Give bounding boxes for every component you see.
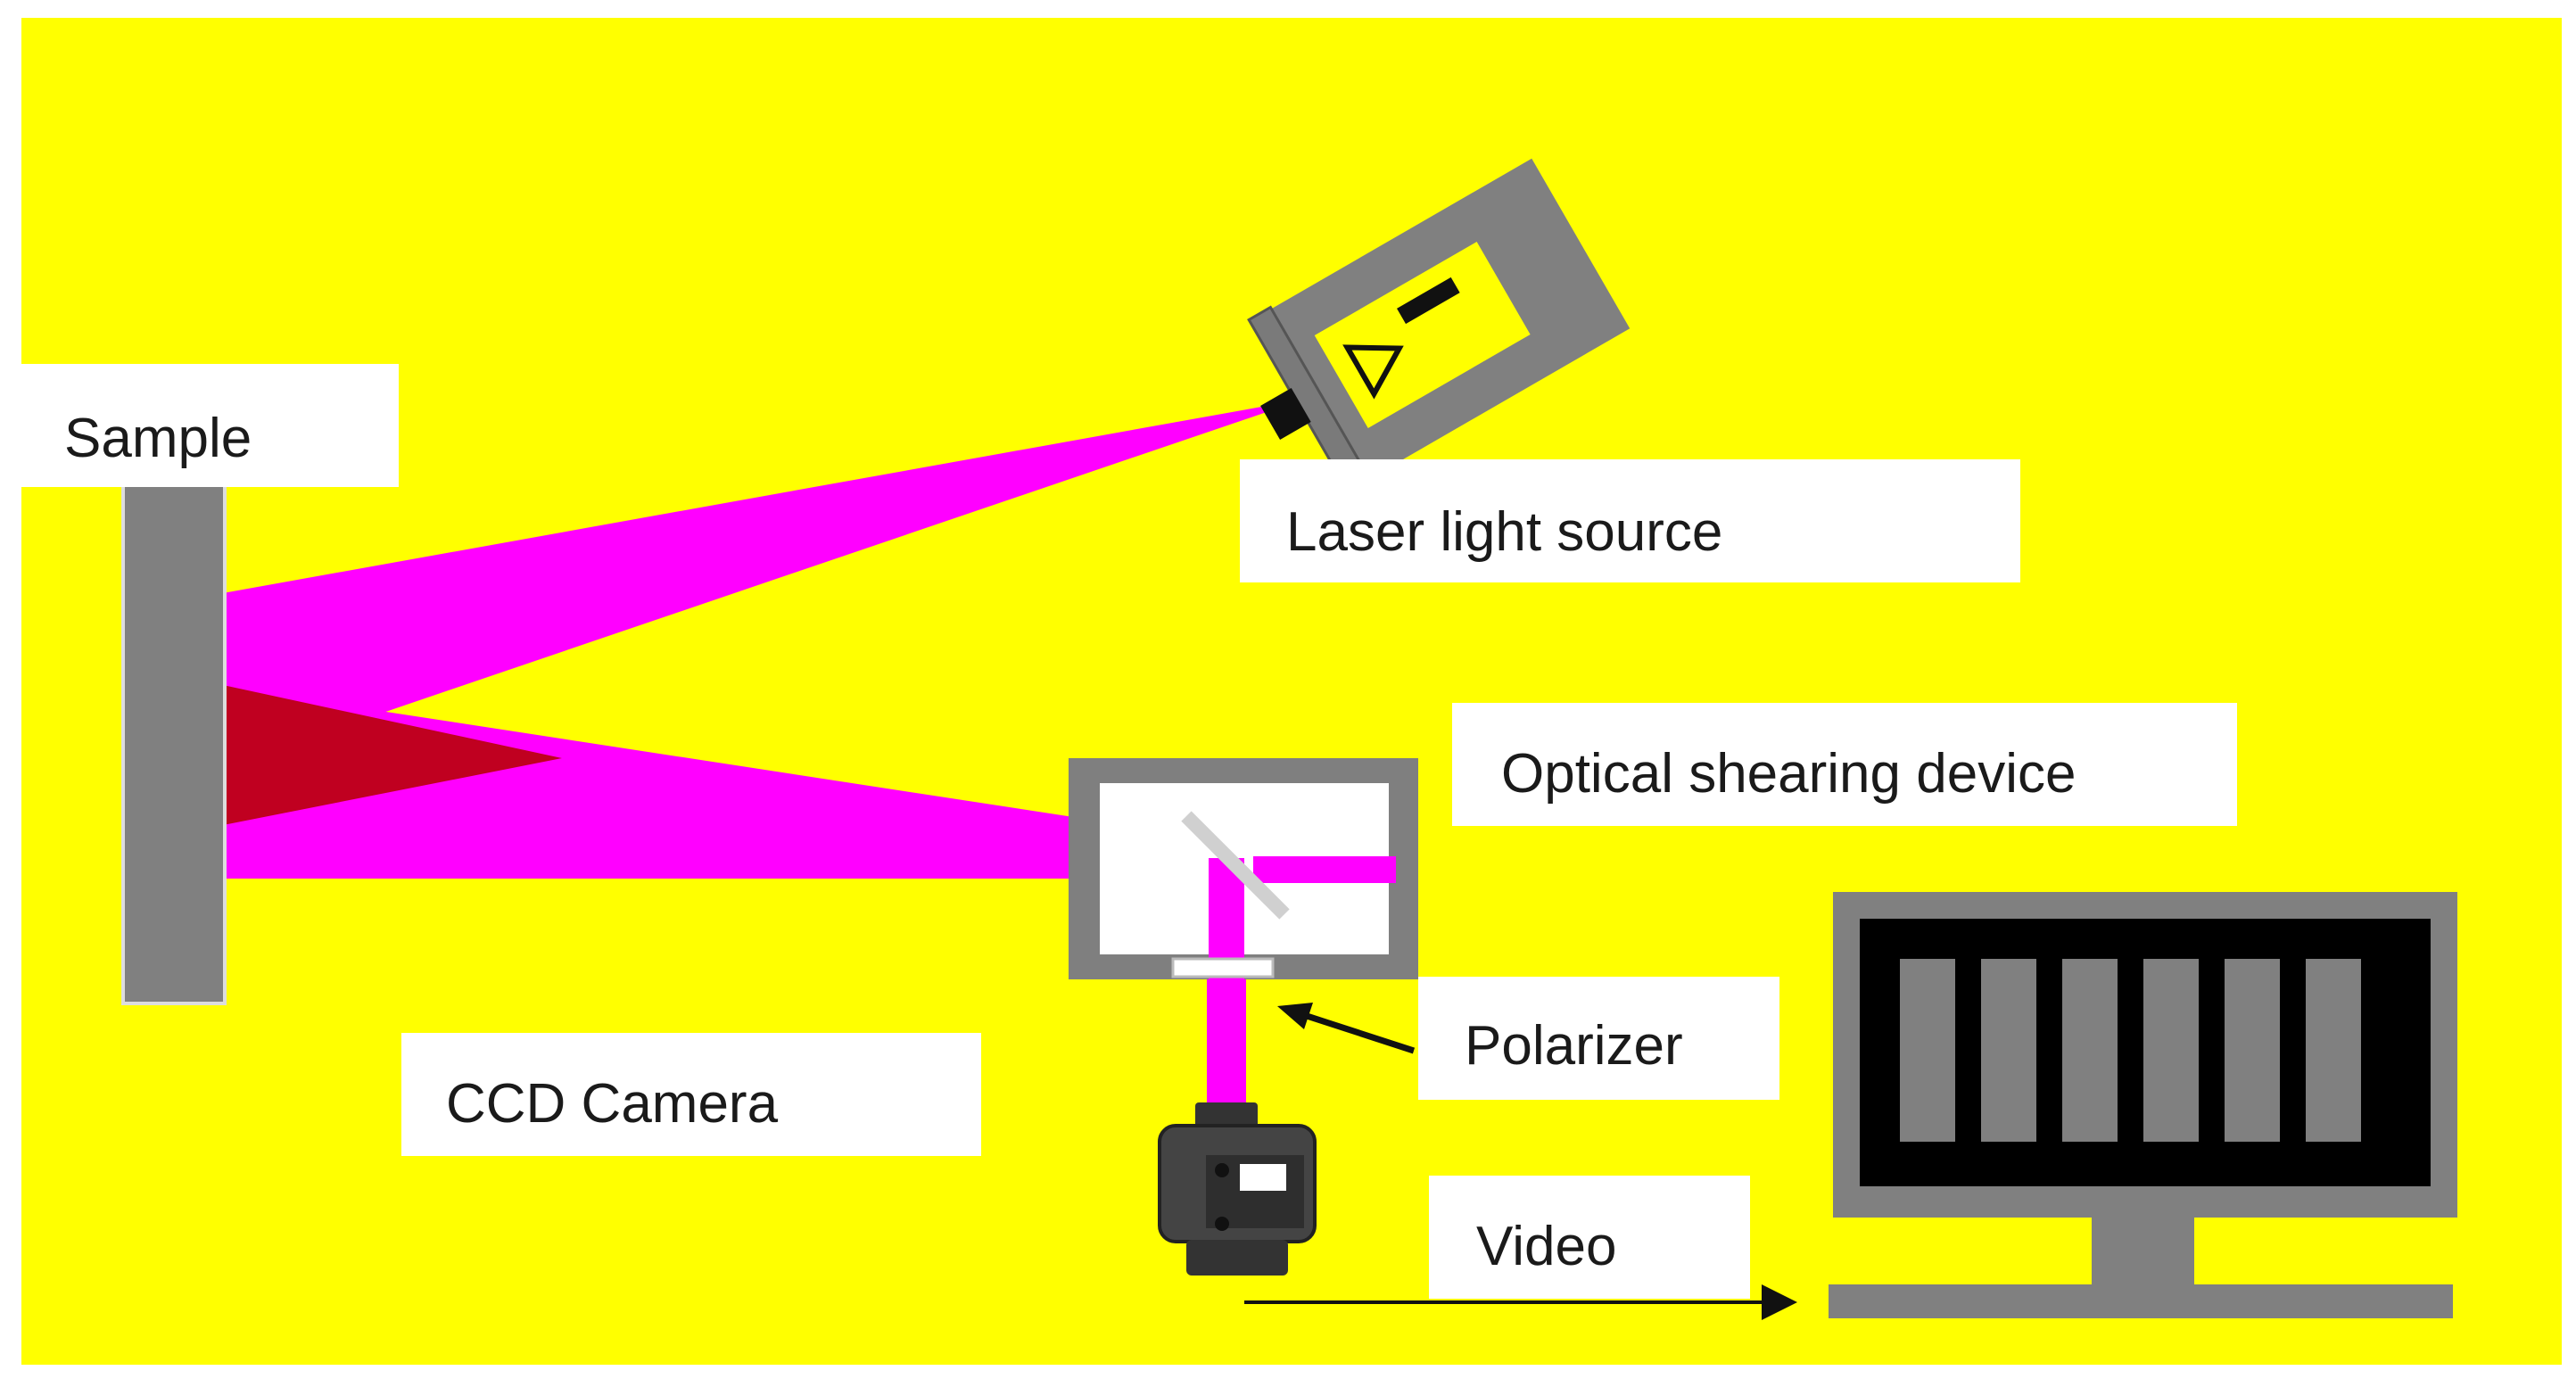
laser-emitter	[1260, 387, 1311, 441]
laser-device	[1247, 158, 1631, 495]
ccd-camera-label: CCD Camera	[446, 1073, 779, 1135]
camera-label	[1240, 1164, 1286, 1191]
ccd-camera	[1158, 1102, 1317, 1276]
laser-aperture-slot	[1397, 277, 1460, 325]
sheared-beam-horizontal	[1253, 856, 1396, 883]
monitor-bar	[1981, 959, 2036, 1142]
camera-screw-bottom	[1215, 1217, 1229, 1231]
illumination-beam	[223, 406, 1267, 767]
video-label-box	[1429, 1176, 1750, 1299]
shearing-label-box	[1452, 703, 2237, 826]
monitor-stand-base	[1829, 1284, 2453, 1318]
monitor-bar	[2306, 959, 2361, 1142]
monitor-bar	[2062, 959, 2118, 1142]
monitor-bar	[1900, 959, 1955, 1142]
monitor-bars	[1900, 959, 2361, 1142]
sample-plate	[121, 480, 227, 1005]
sample-label: Sample	[64, 408, 252, 469]
camera-top-mount	[1195, 1102, 1258, 1127]
polarizer-arrow-head	[1277, 1003, 1313, 1029]
camera-screw-top	[1215, 1163, 1229, 1177]
reflected-beam	[223, 687, 1213, 879]
beam-splitter-mirror	[1181, 811, 1290, 920]
polarizer-arrow-shaft	[1302, 1011, 1416, 1054]
polarizer-label-box	[1418, 977, 1779, 1100]
optical-shearing-device-label: Optical shearing device	[1501, 743, 2076, 805]
ccd-label-box	[401, 1033, 981, 1156]
monitor-bar	[2225, 959, 2280, 1142]
polarizer-element	[1171, 957, 1275, 978]
monitor-bar	[2143, 959, 2199, 1142]
video-monitor	[1829, 892, 2457, 1318]
warning-triangle-icon	[1342, 344, 1404, 400]
laser-label-box	[1240, 459, 2020, 582]
monitor-stand-neck	[2092, 1218, 2194, 1289]
camera-bottom-mount	[1186, 1240, 1288, 1276]
laser-light-source-label: Laser light source	[1286, 501, 1722, 563]
video-arrow-head	[1762, 1284, 1797, 1320]
polarizer-label: Polarizer	[1465, 1015, 1683, 1077]
video-label: Video	[1476, 1216, 1616, 1277]
sample-label-box	[20, 364, 399, 487]
beam-overlap-region	[223, 685, 562, 825]
camera-beam	[1207, 979, 1246, 1111]
